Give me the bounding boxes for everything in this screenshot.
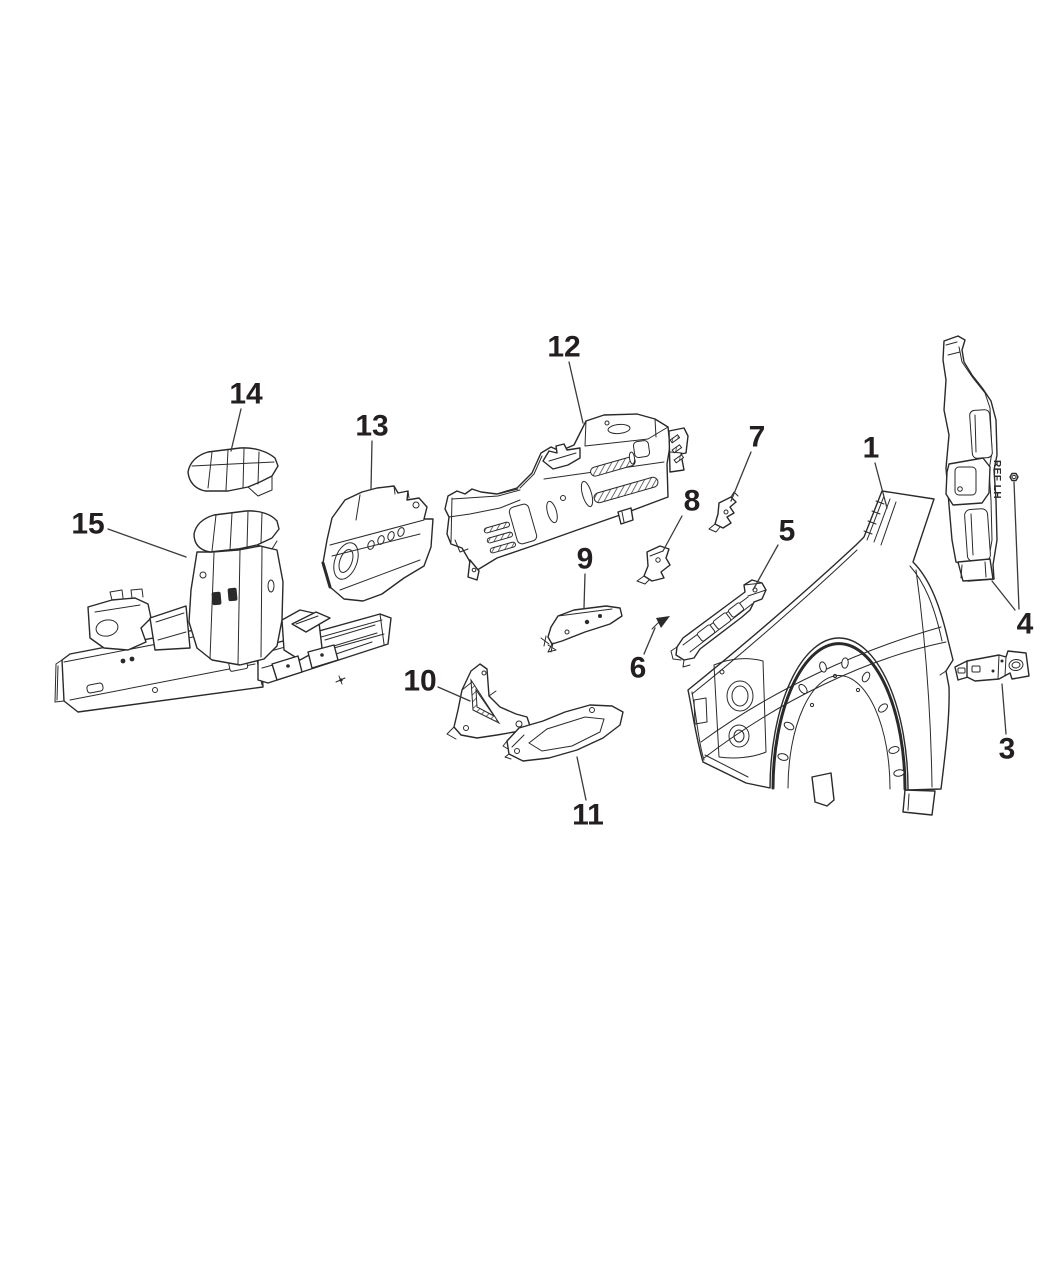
part-2-fender-reinforcement: REF LH [942, 335, 1002, 582]
callout-12: 12 [547, 331, 584, 424]
callout-8: 8 [662, 485, 701, 552]
callout-3: 3 [999, 683, 1016, 766]
callout-14-label: 14 [229, 378, 263, 411]
callout-10: 10 [403, 665, 471, 702]
part-6-fastener-arrow [651, 616, 670, 630]
part-2-ref-lh-marking: REF LH [991, 460, 1002, 499]
callout-7: 7 [730, 421, 766, 502]
part-1-front-fender [687, 490, 954, 816]
callout-4-label: 4 [1017, 608, 1034, 641]
part-8-bracket [636, 545, 671, 585]
part-3-mounting-bracket [954, 650, 1030, 682]
callout-11-label: 11 [572, 799, 604, 832]
part-14-tower-cover [187, 447, 279, 497]
part-15-frame-rail-assembly [54, 510, 392, 713]
callout-12-label: 12 [547, 331, 580, 364]
callout-6: 6 [630, 627, 656, 685]
callout-5-label: 5 [779, 515, 796, 548]
part-13-wheelhouse-panel [321, 485, 434, 602]
part-9-bracket-strip [540, 605, 623, 653]
callout-13: 13 [355, 410, 389, 490]
callout-5: 5 [752, 515, 796, 591]
callout-15: 15 [71, 508, 187, 558]
part-4-nut [1009, 472, 1019, 482]
part-5-support-bracket [670, 579, 767, 668]
callout-15-label: 15 [71, 508, 104, 541]
callout-1-label: 1 [863, 432, 880, 465]
callout-1: 1 [863, 432, 888, 509]
part-11-gusset-plate [502, 704, 624, 762]
callout-8-label: 8 [684, 485, 701, 518]
callout-11: 11 [572, 756, 604, 832]
callout-9-label: 9 [577, 543, 594, 576]
part-7-bracket [708, 491, 739, 533]
callout-14: 14 [229, 378, 263, 452]
callout-4: 4 [991, 481, 1034, 641]
callout-6-label: 6 [630, 652, 647, 685]
callout-10-label: 10 [403, 665, 436, 698]
callout-3-label: 3 [999, 733, 1016, 766]
part-12-upper-rail [444, 413, 689, 581]
callouts: 1 3 4 5 6 7 8 9 [71, 331, 1033, 832]
callout-13-label: 13 [355, 410, 388, 443]
callout-7-label: 7 [749, 421, 766, 454]
callout-9: 9 [577, 543, 594, 609]
